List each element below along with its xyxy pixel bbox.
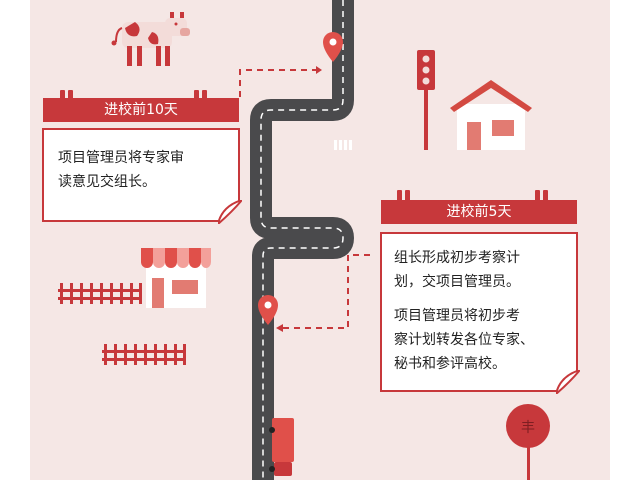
stage-2-line: 划，交项目管理员。 bbox=[394, 274, 520, 290]
stage-2-line: 秘书和参评高校。 bbox=[394, 356, 506, 372]
fence-icon bbox=[102, 344, 186, 365]
stage-1-header: 进校前10天 bbox=[43, 98, 239, 122]
stage-1-card: 项目管理员将专家审 读意见交组长。 bbox=[42, 128, 240, 222]
stage-1-line: 项目管理员将专家审 bbox=[58, 150, 184, 166]
stage-2-line: 察计划转发各位专家、 bbox=[394, 332, 534, 348]
stage-2-card: 组长形成初步考察计 划，交项目管理员。 项目管理员将初步考 察计划转发各位专家、… bbox=[380, 232, 578, 392]
house-icon bbox=[450, 80, 532, 150]
location-pin-icon bbox=[323, 32, 343, 62]
stage-2-line: 组长形成初步考察计 bbox=[394, 250, 520, 266]
fence-icon bbox=[58, 283, 142, 304]
round-sign-icon: 丰 bbox=[506, 404, 550, 480]
cow-icon bbox=[111, 12, 190, 66]
connector-1 bbox=[239, 69, 322, 97]
round-sign-label: 丰 bbox=[521, 420, 535, 436]
page-curl bbox=[556, 370, 580, 394]
location-pin-icon bbox=[258, 295, 278, 325]
stage-1-line: 读意见交组长。 bbox=[58, 174, 156, 190]
traffic-light-icon bbox=[417, 50, 435, 150]
page-curl bbox=[218, 200, 242, 224]
shop-icon bbox=[141, 248, 211, 308]
truck-icon bbox=[269, 418, 294, 476]
connector-2 bbox=[280, 254, 370, 329]
stage-2-line: 项目管理员将初步考 bbox=[394, 308, 520, 324]
road bbox=[250, 0, 354, 480]
stage-2-header: 进校前5天 bbox=[381, 200, 577, 224]
